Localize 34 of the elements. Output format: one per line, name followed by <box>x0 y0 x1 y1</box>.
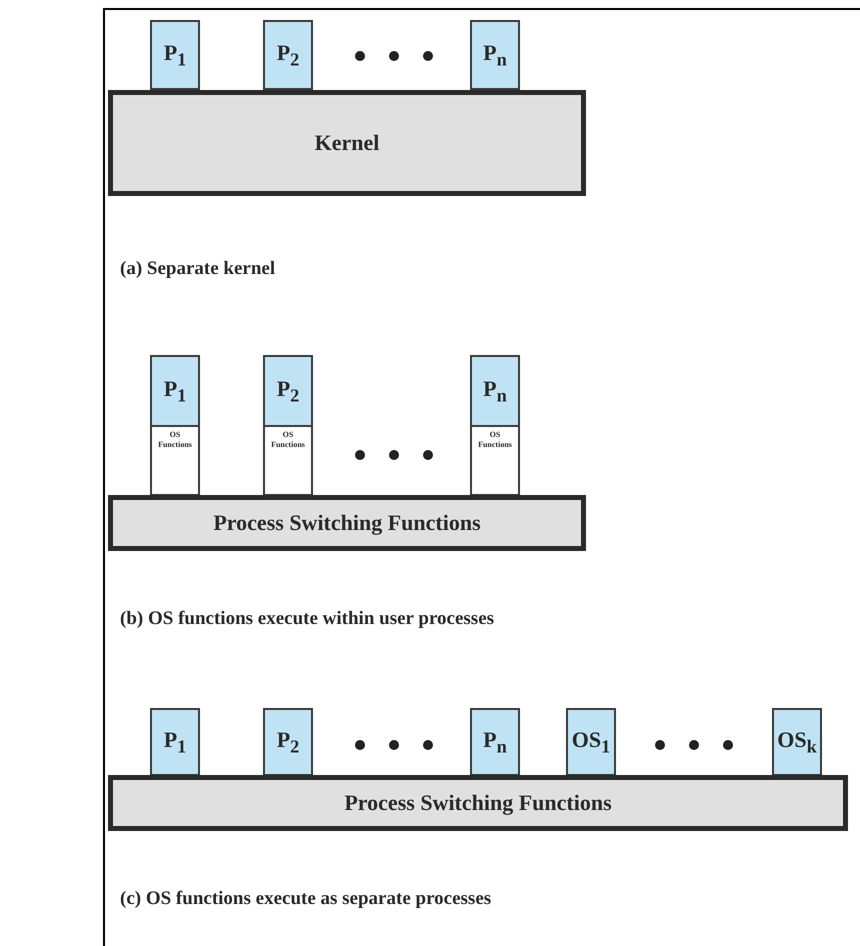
process-label: P$_{1}$ <box>152 357 198 427</box>
process-label: P$_{2}$ <box>276 726 300 758</box>
layer-label: Process Switching Functions <box>344 790 612 816</box>
process-label: OS$_{1}$ <box>572 726 610 758</box>
caption-text: (b) OS functions execute within user processes <box>120 608 494 630</box>
process-box <box>470 708 520 776</box>
process-box <box>263 708 313 776</box>
process-box <box>150 708 200 776</box>
os-functions-label: OS Functions <box>477 429 513 450</box>
process-box <box>263 20 313 90</box>
process-label: P$_{1}$ <box>164 40 186 70</box>
process-box <box>263 355 313 496</box>
caption-text: (c) OS functions execute as separate processes <box>120 888 492 910</box>
process-label: P$_{1}$ <box>164 726 186 758</box>
process-box <box>566 708 616 776</box>
process-label: P$_{n}$ <box>472 357 518 427</box>
process-label: P$_{n}$ <box>483 726 507 758</box>
os-functions-label: OS Functions <box>157 429 193 450</box>
process-box <box>772 708 822 776</box>
process-box <box>150 20 200 90</box>
process-label: P$_{n}$ <box>483 40 507 70</box>
process-box <box>150 355 200 496</box>
layer-label: Process Switching Functions <box>213 510 481 536</box>
process-label: OS$_{k}$ <box>777 726 817 758</box>
os-functions-label: OS Functions <box>270 429 306 450</box>
process-label: P$_{2}$ <box>265 357 311 427</box>
process-box <box>470 355 520 496</box>
layer-box <box>108 495 586 551</box>
layer-box <box>108 775 848 831</box>
process-box <box>470 20 520 90</box>
layer-label: Kernel <box>314 130 380 156</box>
layer-box <box>108 90 586 196</box>
process-label: P$_{2}$ <box>276 40 300 70</box>
caption-text: (a) Separate kernel <box>120 258 276 280</box>
